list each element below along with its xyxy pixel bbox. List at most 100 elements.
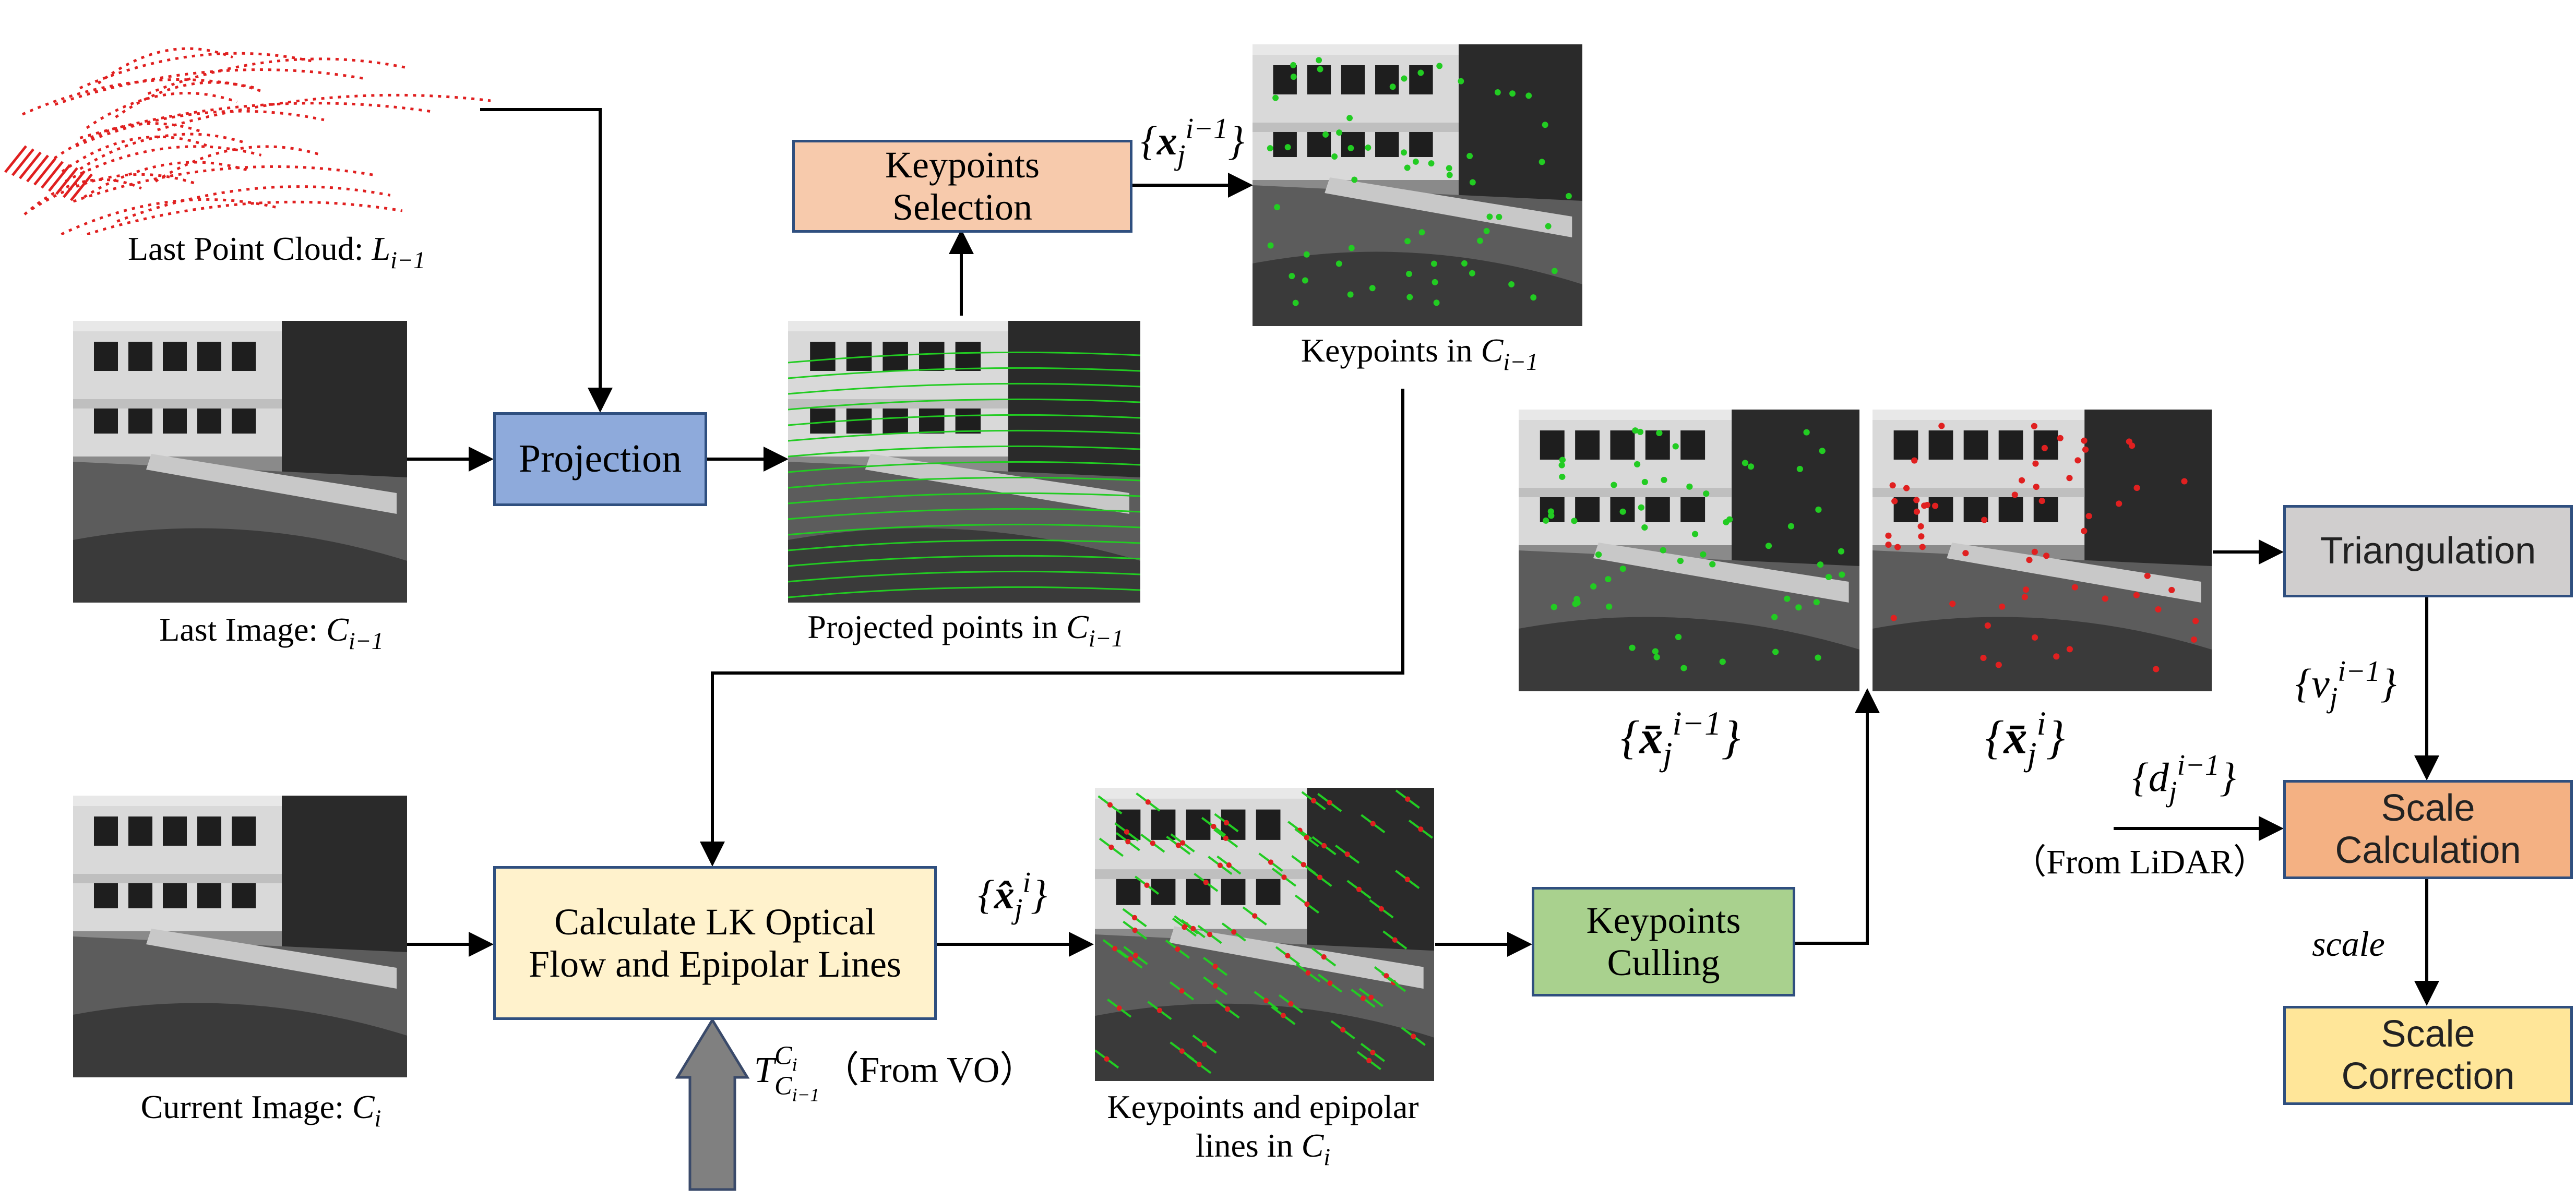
flow-point <box>1150 840 1155 846</box>
keypoint <box>1509 90 1516 97</box>
keypoint <box>1638 504 1644 511</box>
scale-correction-label: Scale Correction <box>2341 1013 2515 1097</box>
scan-arc <box>53 122 204 160</box>
trees <box>1459 44 1582 201</box>
balcony <box>788 399 1008 409</box>
keypoints-culling-node: Keypoints Culling <box>1532 887 1795 996</box>
keypoint <box>1984 622 1991 629</box>
keypoint <box>1742 460 1749 466</box>
projected-points-caption: Projected points in Ci−1 <box>807 608 1124 652</box>
keypoint <box>1573 596 1580 603</box>
keypoint <box>1369 285 1376 292</box>
flow-point <box>1217 862 1223 868</box>
keypoint <box>2011 491 2018 498</box>
keypoint <box>1433 299 1440 306</box>
keypoint <box>1938 423 1945 429</box>
scan-arc <box>75 110 325 148</box>
scan-arc <box>79 133 246 170</box>
projected-line <box>788 523 1140 536</box>
flow-point <box>1305 970 1311 976</box>
scan-line <box>19 151 42 179</box>
projected-line <box>788 508 1140 520</box>
shadow <box>1519 617 1859 691</box>
keypoint <box>2168 586 2175 593</box>
epipolar-photo <box>1095 788 1434 1081</box>
keypoint <box>1525 92 1532 99</box>
keypoint <box>1274 204 1281 211</box>
flow-point <box>1125 838 1131 845</box>
scan-arc <box>154 145 323 183</box>
keypoint <box>1547 508 1554 515</box>
keypoint <box>1890 615 1897 621</box>
projected-line <box>788 570 1140 583</box>
flow-point <box>1370 821 1376 826</box>
keypoint <box>1815 506 1822 513</box>
photo-scene <box>1095 788 1434 1081</box>
projected-line <box>788 492 1140 505</box>
keypoint <box>2133 485 2140 491</box>
scan-arc <box>83 161 251 198</box>
keypoint <box>1605 576 1612 583</box>
window <box>2033 430 2058 460</box>
photo-scene <box>1873 410 2212 691</box>
keypoint <box>1641 478 1648 485</box>
keypoint <box>2022 586 2030 593</box>
window <box>2033 493 2058 522</box>
arrow-keypoints-to-lk <box>700 389 1404 867</box>
keypoint <box>1606 603 1613 610</box>
scan-arc <box>21 78 257 116</box>
keypoint <box>1980 654 1987 661</box>
flow-point <box>1405 796 1411 802</box>
window <box>163 879 187 908</box>
keypoint <box>2032 460 2039 467</box>
flow-point <box>1224 1006 1231 1012</box>
window <box>1610 493 1635 522</box>
flow-point <box>1368 994 1374 1001</box>
window <box>1610 430 1635 460</box>
keypoint <box>2133 592 2140 598</box>
from-lidar-label: （From LiDAR） <box>2012 843 2268 881</box>
keypoint <box>1508 281 1515 287</box>
keypoints-epipolar-caption: Keypoints and epipolar lines in Ci <box>1107 1088 1419 1170</box>
window <box>197 342 221 371</box>
projected-points-photo <box>788 321 1140 603</box>
keypoint <box>1571 518 1578 524</box>
arrow-pointcloud-to-projection <box>480 108 613 413</box>
window <box>94 342 118 371</box>
flow-point <box>1281 874 1287 880</box>
flow-point <box>1182 924 1187 930</box>
keypoint <box>1661 476 1667 483</box>
x-hat-set-label: {x̂ji} <box>977 867 1047 926</box>
flow-point <box>1231 929 1237 935</box>
keypoint <box>1539 159 1545 165</box>
keypoint <box>1412 158 1419 165</box>
point-cloud-scan <box>4 47 491 235</box>
window <box>1963 430 1988 460</box>
keypoint <box>2053 653 2060 660</box>
keypoint <box>1653 654 1660 660</box>
keypoint <box>2181 478 2188 485</box>
keypoint <box>1656 430 1663 437</box>
keypoints-culling-label: Keypoints Culling <box>1586 899 1741 983</box>
projected-line <box>788 414 1140 426</box>
window <box>810 404 836 434</box>
keypoint <box>1913 508 1921 515</box>
keypoint <box>2082 446 2089 453</box>
window <box>810 342 836 371</box>
keypoint <box>1677 558 1684 565</box>
keypoint <box>1436 63 1443 69</box>
window <box>163 404 187 434</box>
scan-line <box>41 161 64 189</box>
window <box>1928 493 1953 522</box>
curb <box>146 929 397 989</box>
window <box>128 879 152 908</box>
scan-line <box>11 148 34 176</box>
keypoint <box>1543 517 1549 524</box>
keypoint <box>1796 465 1803 472</box>
scan-arc <box>54 68 364 106</box>
keypoint <box>2153 666 2160 672</box>
flow-point <box>1280 1013 1286 1018</box>
last-image-caption: Last Image: Ci−1 <box>159 611 384 655</box>
keypoint <box>1466 152 1473 159</box>
scan-arc <box>86 92 238 129</box>
